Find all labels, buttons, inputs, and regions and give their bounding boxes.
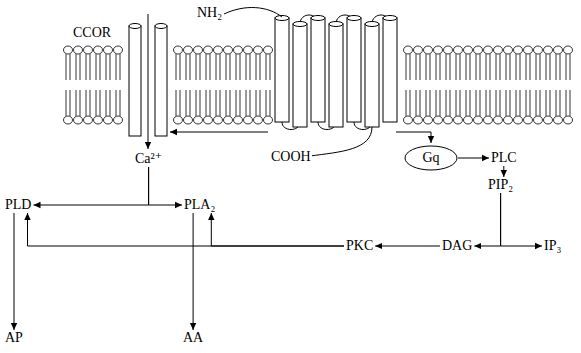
molecule-node: DAG [440,238,474,254]
pathway-arrow [193,213,194,330]
node-text: Ca²⁺ [135,151,162,166]
pathway-arrow [34,167,149,205]
molecule-node: PLA₂ [182,197,217,213]
pathway-arrow [458,158,489,159]
molecule-node: PIP₂ [486,177,515,193]
node-text: PLD [5,197,31,212]
receptor-helices [275,15,397,130]
protein-ellipse: Gq [404,145,458,171]
node-text: DAG [442,238,472,253]
pathway-arrow [474,193,500,246]
pathway-arrow [14,213,15,330]
node-text: PKC [346,238,373,253]
nh2-tail [224,8,282,17]
cooh-tail [310,127,372,156]
node-text: PIP₂ [488,177,513,192]
molecule-node: AP [3,330,25,346]
terminus-label: NH₂ [196,6,223,20]
molecule-node: PLC [489,150,519,166]
pathway-arrow [375,246,440,247]
pathway-arrow [28,213,345,246]
pathway-arrow [503,166,504,177]
node-text: Gq [422,151,439,165]
node-text: AA [183,330,203,345]
channel-label: CCOR [72,26,112,40]
molecule-node: AA [181,330,205,346]
molecule-node: PLD [3,197,33,213]
node-text: IP₃ [544,238,561,253]
terminus-label: COOH [270,150,312,164]
node-text: PLA₂ [184,197,215,212]
receptor-to-gq-arrow [396,132,431,143]
calcium-influx-arrow [148,14,149,149]
molecule-node: PKC [344,238,375,254]
pathway-arrow [149,167,182,205]
pathway-arrow [211,213,344,246]
molecule-node: Ca²⁺ [133,151,164,167]
receptor-to-channel-arrow [170,132,268,133]
node-text: AP [5,330,23,345]
molecule-node: IP₃ [542,238,563,254]
node-text: PLC [491,150,517,165]
pathway-arrow [501,193,542,246]
